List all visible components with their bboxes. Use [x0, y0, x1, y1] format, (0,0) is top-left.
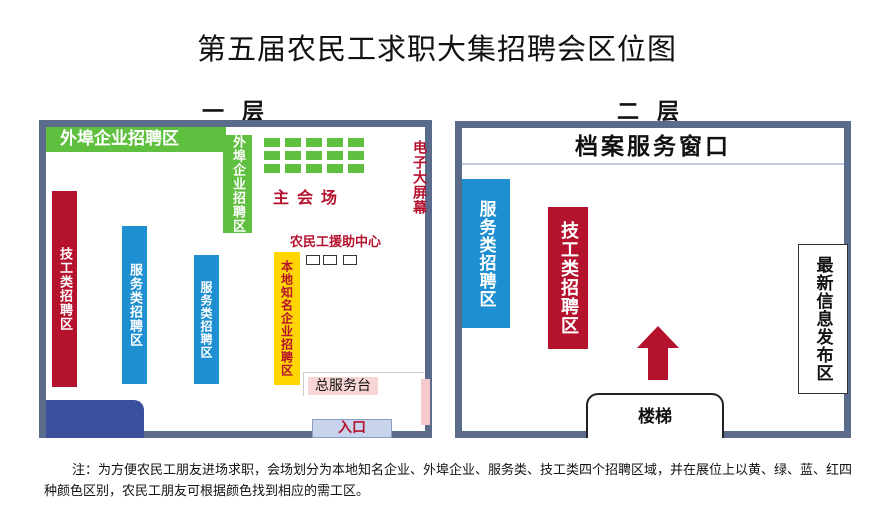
aid-center-label: 农民工援助中心 — [290, 235, 382, 250]
zone-fuwu-1f-a[interactable]: 服务类招聘区 — [122, 226, 147, 384]
desk-outline — [303, 372, 424, 396]
electronic-screen-label: 电子大屏幕 — [411, 140, 427, 215]
service-desk[interactable]: 总服务台 — [308, 377, 378, 395]
up-arrow-icon — [637, 326, 679, 380]
zone-fuwu-1f-b[interactable]: 服务类招聘区 — [194, 255, 219, 384]
page-title: 第五届农民工求职大集招聘会区位图 — [196, 32, 677, 66]
zone-fuwu-2f-label: 服务类招聘区 — [475, 199, 496, 308]
floor-2-label: 二层 — [617, 100, 698, 125]
zone-news-label: 最新信息发布区 — [812, 256, 833, 382]
aid-desk-3 — [343, 255, 357, 265]
floor-2-map: 档案服务窗口 服务类招聘区 技工类招聘区 最新信息发布区 楼梯 — [455, 121, 851, 438]
zone-fuwu-1f-a-label: 服务类招聘区 — [127, 263, 142, 347]
footnote: 注：为方便农民工朋友进场求职，会场划分为本地知名企业、外埠企业、服务类、技工类四… — [44, 463, 853, 499]
main-venue-label: 主会场 — [273, 188, 346, 207]
zone-fuwu-2f[interactable]: 服务类招聘区 — [462, 179, 510, 328]
desk-side-bar — [421, 379, 430, 425]
main-venue-seating — [264, 138, 364, 178]
zone-navy-corner — [46, 400, 144, 438]
floor-1-map: 外埠企业招聘区 外埠企业招聘区 主会场 电子大屏幕 农民工援助中心 技工类招聘区… — [39, 120, 432, 438]
zone-local-label: 本地知名企业招聘区 — [279, 260, 294, 377]
zone-waibu-side-label: 外埠企业招聘区 — [230, 135, 245, 233]
zone-fuwu-1f-b-label: 服务类招聘区 — [199, 280, 213, 359]
zone-waibu-top[interactable]: 外埠企业招聘区 — [46, 127, 226, 152]
aid-desk-1 — [306, 255, 320, 265]
entrance[interactable]: 入口 — [312, 419, 392, 438]
zone-jigong-1f[interactable]: 技工类招聘区 — [52, 191, 77, 387]
zone-jigong-2f[interactable]: 技工类招聘区 — [548, 207, 588, 349]
zone-news[interactable]: 最新信息发布区 — [798, 244, 848, 394]
zone-waibu-side[interactable]: 外埠企业招聘区 — [223, 135, 252, 233]
aid-desk-2 — [323, 255, 337, 265]
zone-jigong-2f-label: 技工类招聘区 — [558, 221, 579, 335]
stairs[interactable]: 楼梯 — [586, 393, 724, 438]
zone-local[interactable]: 本地知名企业招聘区 — [274, 252, 300, 385]
zone-jigong-1f-label: 技工类招聘区 — [57, 247, 72, 331]
archive-window[interactable]: 档案服务窗口 — [462, 131, 844, 165]
